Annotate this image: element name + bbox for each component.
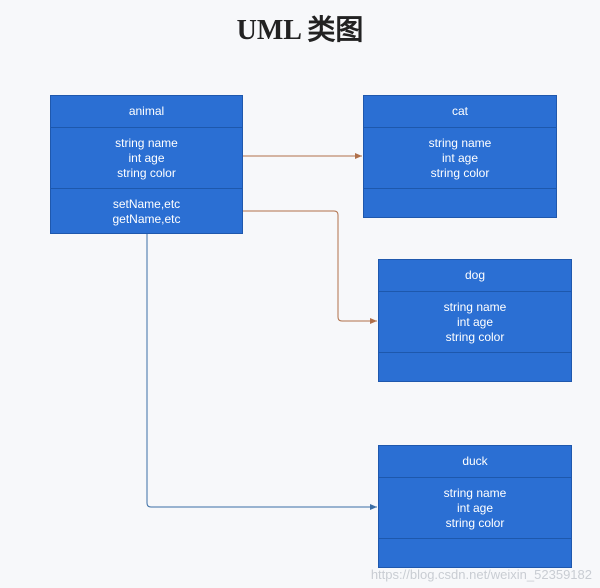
class-attributes: string name int age string color — [379, 477, 571, 538]
attribute: int age — [441, 151, 479, 165]
method: getName,etc — [112, 212, 181, 226]
attribute: string color — [430, 166, 490, 180]
class-methods — [379, 352, 571, 381]
attribute: string name — [443, 300, 507, 314]
connector-animal-dog — [243, 210, 377, 324]
class-methods — [379, 538, 571, 567]
class-name: animal — [128, 104, 165, 118]
class-methods — [364, 188, 556, 217]
connector-animal-duck — [146, 233, 377, 510]
attribute: string name — [115, 136, 178, 150]
page-title: UML 类图 — [236, 15, 364, 46]
class-box-duck[interactable]: duck string name int age string color — [378, 445, 572, 568]
class-name: cat — [451, 104, 468, 118]
attribute: string color — [117, 166, 176, 180]
class-name: duck — [462, 454, 488, 468]
class-name: dog — [464, 268, 486, 282]
attribute: string color — [445, 330, 505, 344]
attribute: string color — [445, 516, 505, 530]
method: setName,etc — [112, 197, 181, 211]
class-attributes: string name int age string color — [51, 127, 242, 188]
class-box-dog[interactable]: dog string name int age string color — [378, 259, 572, 382]
attribute: int age — [456, 315, 494, 329]
attribute: string name — [443, 486, 507, 500]
class-box-animal[interactable]: animal string name int age string color … — [50, 95, 243, 234]
watermark: https://blog.csdn.net/weixin_52359182 — [370, 567, 592, 582]
class-box-cat[interactable]: cat string name int age string color — [363, 95, 557, 218]
class-attributes: string name int age string color — [364, 127, 556, 188]
attribute: int age — [456, 501, 494, 515]
class-attributes: string name int age string color — [379, 291, 571, 352]
attribute: string name — [428, 136, 492, 150]
class-methods: setName,etc getName,etc — [51, 188, 242, 233]
attribute: int age — [128, 151, 165, 165]
